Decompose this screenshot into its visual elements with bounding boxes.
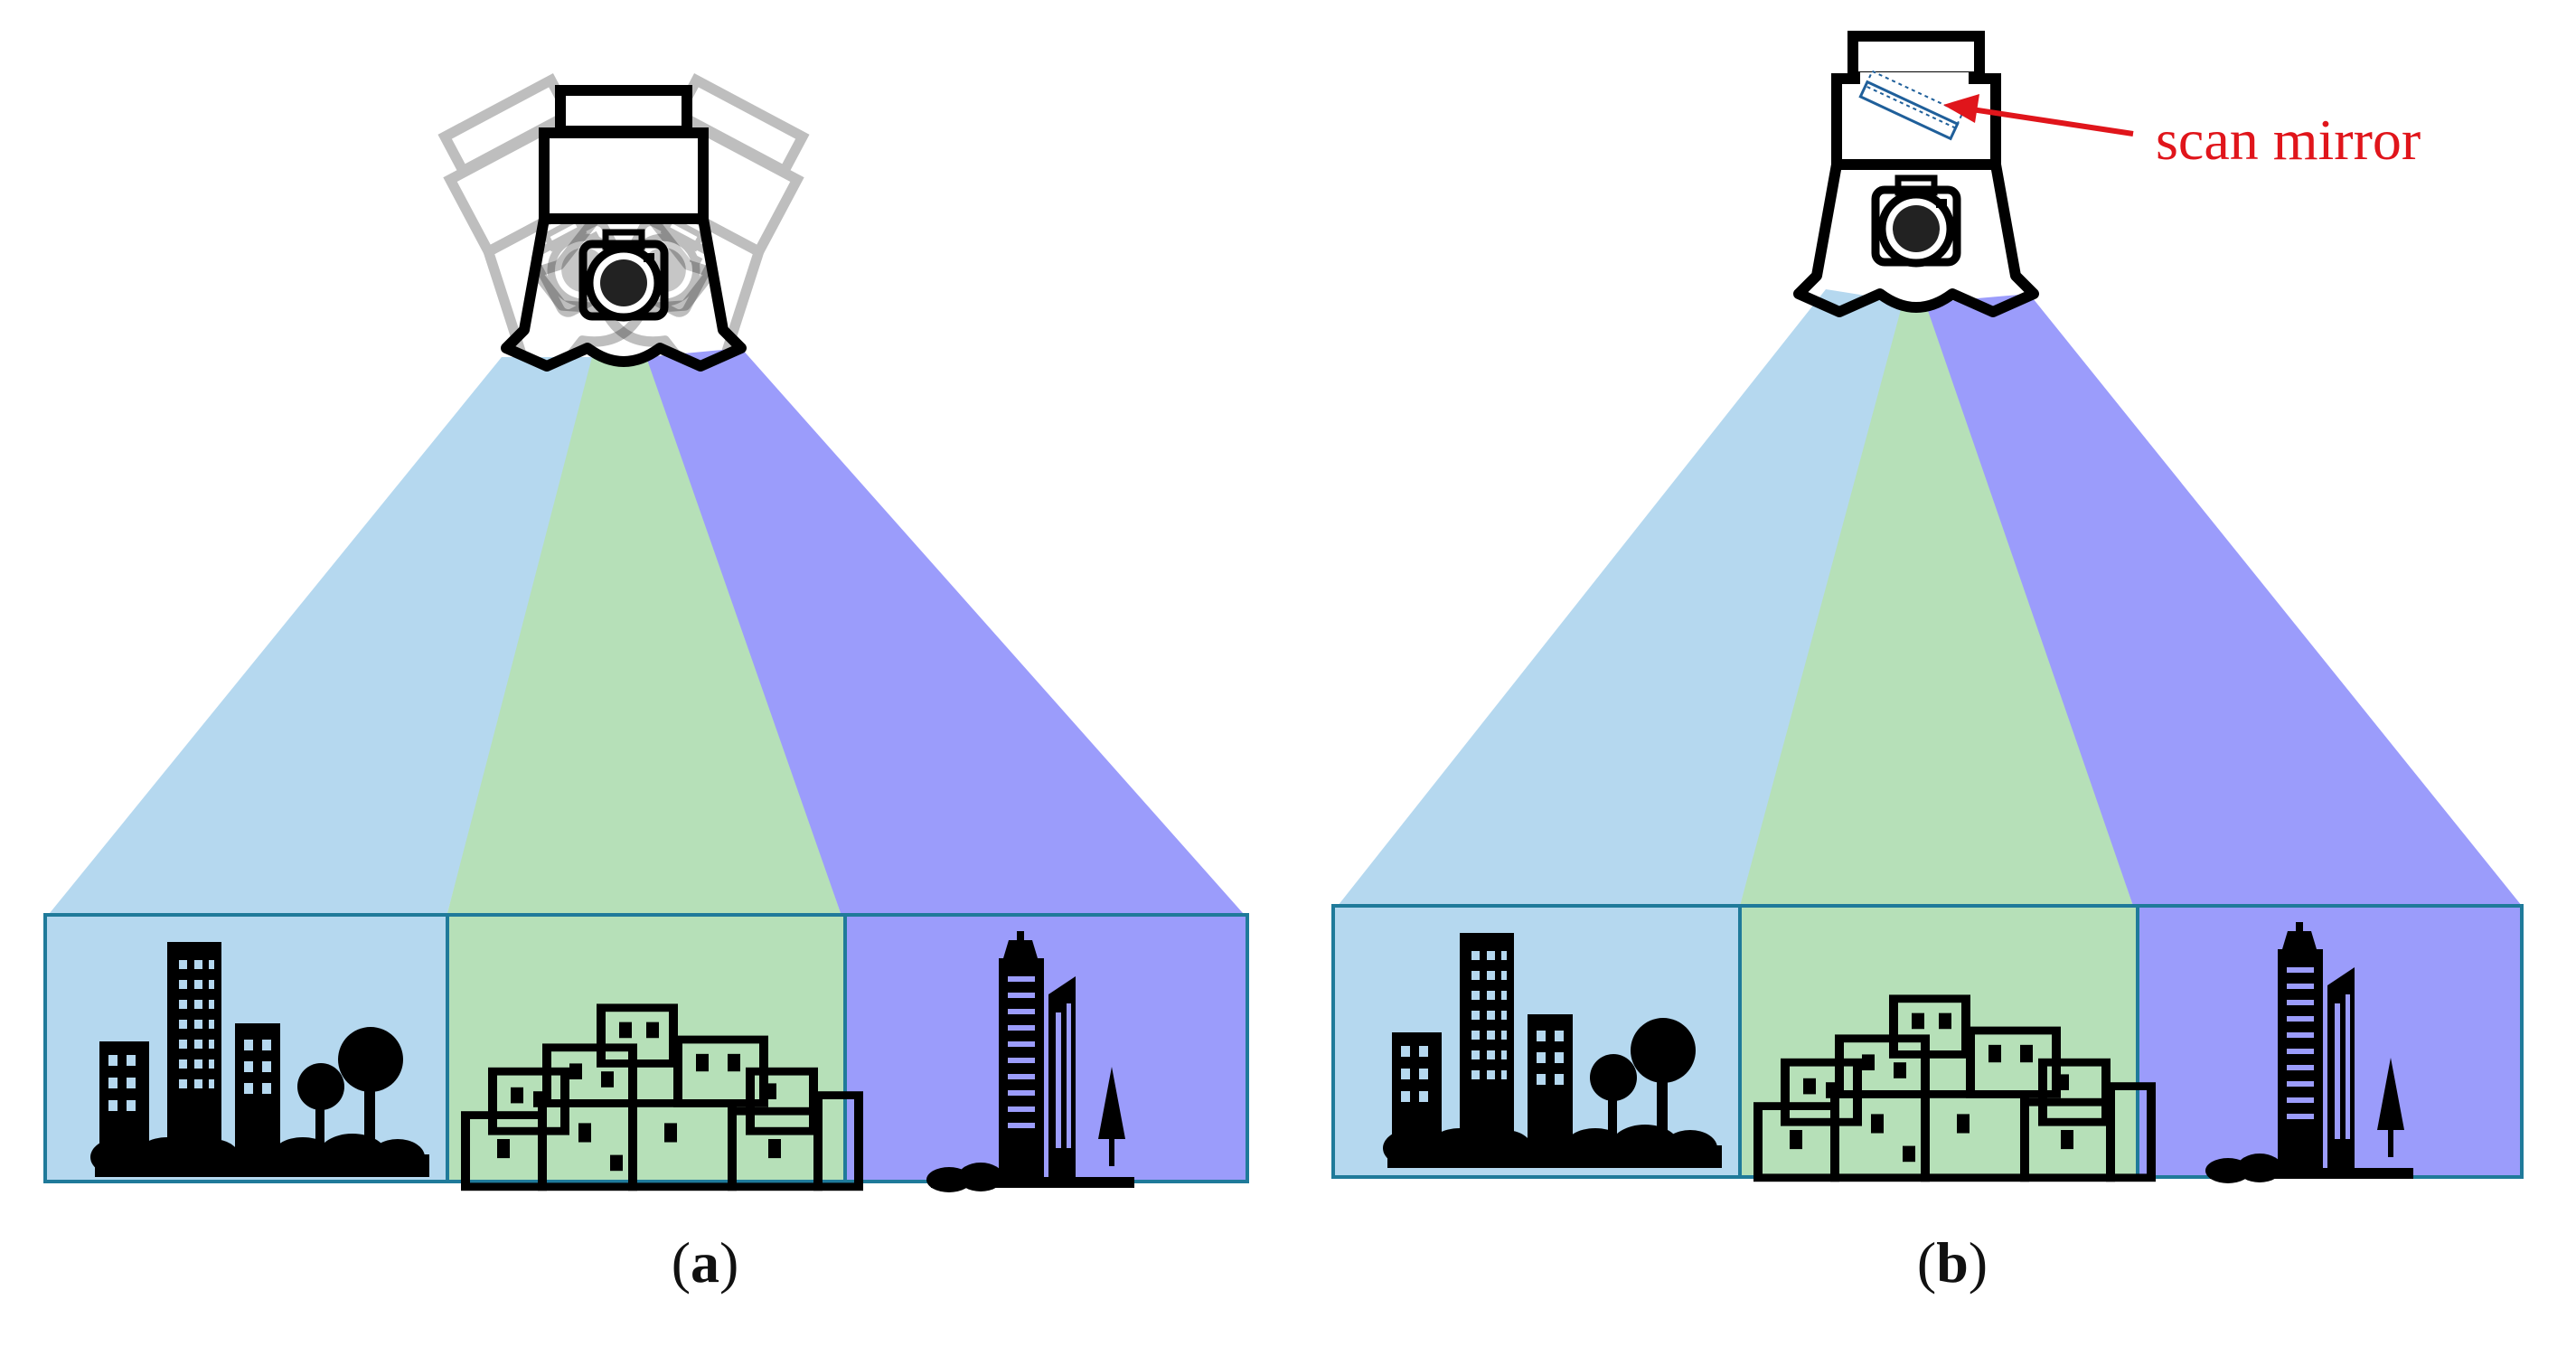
caption-b-letter: b	[1936, 1230, 1969, 1295]
beam-right-b	[1925, 294, 2522, 906]
annotation-arrow	[1943, 94, 2134, 137]
caption-b-close: )	[1968, 1230, 1988, 1295]
frame-right-a	[843, 913, 1249, 1183]
caption-a-letter: a	[691, 1230, 719, 1295]
caption-b: (b)	[1862, 1229, 2043, 1296]
caption-a: (a)	[615, 1229, 795, 1296]
beam-left-a	[50, 357, 597, 913]
beam-center-a	[447, 357, 841, 913]
panel-a	[43, 56, 1249, 1192]
beam-center-b	[1740, 303, 2133, 906]
beam-right-a	[646, 348, 1243, 913]
caption-a-open: (	[671, 1230, 691, 1295]
caption-b-open: (	[1916, 1230, 1937, 1295]
frame-center-a	[446, 913, 847, 1183]
caption-a-close: )	[719, 1230, 739, 1295]
beam-left-b	[1338, 289, 1912, 906]
annotation-label: scan mirror	[2156, 108, 2421, 172]
camera-icon-a	[506, 90, 741, 366]
panel-b	[1331, 36, 2524, 1183]
